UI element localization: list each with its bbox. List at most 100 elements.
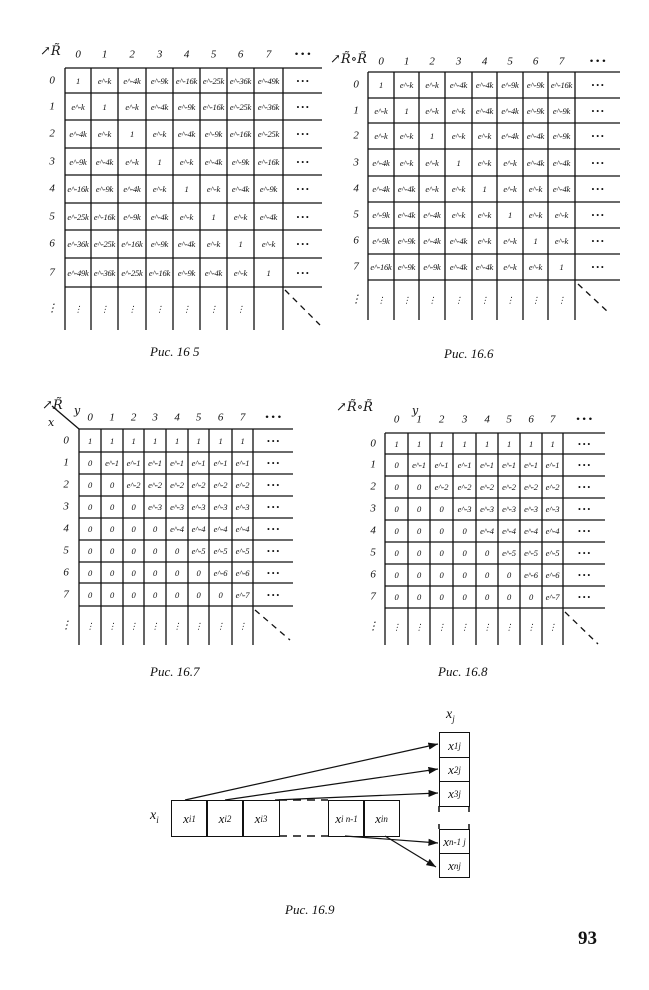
matrix-cell: e^-2 (434, 481, 449, 492)
matrix-cell: e^-9k (150, 75, 169, 86)
matrix-cell: 0 (394, 591, 399, 602)
column-label: 0 (87, 411, 93, 424)
matrix-cell: e^-4k (501, 130, 519, 141)
matrix-cell: e^-5 (545, 547, 560, 558)
matrix-cell: ⋮ (209, 303, 218, 314)
matrix-cell: • • • (577, 481, 591, 492)
cell-subscript: nj (453, 860, 461, 871)
matrix-cell: e^-3 (213, 501, 228, 512)
matrix-cell: e^-4 (191, 523, 206, 534)
matrix-cell: ⋮ (216, 620, 225, 631)
matrix-cell: 0 (439, 503, 444, 514)
matrix-cell: • • • (266, 589, 280, 600)
matrix-cell: 0 (416, 503, 422, 514)
cell-base: x (448, 786, 454, 801)
cell-subscript: i3 (260, 813, 268, 824)
matrix-cell: e^-k (125, 156, 139, 167)
matrix-cell: e^-k (233, 211, 248, 222)
matrix-cell: 0 (87, 589, 93, 600)
matrix-cell: e^-5 (235, 545, 250, 556)
matrix-corner: ↗R̃∘R̃ (336, 400, 373, 415)
matrix-cell: e^-3 (457, 503, 472, 514)
matrix-corner: ↗R̃ (40, 44, 61, 59)
matrix-cell: e^-1 (502, 459, 516, 470)
matrix-cell: e^-9k (397, 261, 416, 272)
column-label: • • • (264, 411, 282, 424)
matrix-cell: e^-k (97, 75, 112, 86)
matrix-cell: e^-4k (501, 105, 519, 116)
arrow (384, 835, 437, 868)
matrix-corner-label: R̃ (50, 44, 61, 59)
column-label: 7 (265, 48, 272, 61)
matrix-cell: e^-k (477, 235, 492, 246)
axis-y-label: y (74, 404, 81, 417)
cell-base: x (448, 857, 454, 873)
column-label: 6 (528, 413, 534, 426)
matrix-cell: 0 (152, 523, 158, 534)
matrix-cell: e^-1 (170, 457, 184, 468)
matrix-cell: e^-4k (123, 75, 141, 86)
diagonal-continuation (284, 289, 321, 326)
matrix-cell: e^-k (152, 128, 167, 139)
figure-caption: Рис. 16.7 (150, 664, 200, 679)
matrix-cell: • • • (266, 545, 280, 556)
matrix-corner-label: R̃ (52, 398, 63, 413)
matrix-cell: e^-2 (148, 479, 162, 490)
row-label: 7 (370, 590, 376, 603)
row-label: 7 (49, 266, 55, 278)
row-label: 7 (353, 260, 359, 273)
matrix-cell: ⋮ (73, 303, 83, 314)
matrix-cell: e^-k (425, 105, 439, 116)
matrix-cell: ⋮ (100, 303, 109, 314)
matrix-cell: 0 (439, 569, 444, 580)
matrix-cell: e^-9k (123, 211, 141, 222)
label-base: x (150, 808, 157, 823)
cell-subscript: 3j (453, 789, 461, 799)
matrix-cell: 0 (131, 545, 136, 556)
matrix-cell: e^-4k (177, 128, 196, 139)
diagonal-continuation (564, 611, 599, 645)
row-label: 0 (353, 78, 359, 91)
figure-caption: Рис. 16.6 (444, 346, 494, 361)
cell-base: x (443, 834, 450, 849)
matrix-cell: e^-6 (545, 569, 560, 580)
matrix-cell: 0 (131, 589, 136, 600)
matrix-cell: e^-36k (67, 238, 89, 249)
matrix-cell: e^-16k (202, 101, 225, 112)
matrix-cell: ⋮ (427, 294, 437, 305)
matrix-cell: ⋮ (531, 294, 540, 305)
matrix-cell: 0 (174, 545, 180, 556)
matrix-cell: 1 (109, 435, 115, 446)
column-label: 2 (129, 48, 135, 61)
matrix-cell: e^-36k (229, 75, 252, 86)
matrix-cell: 1 (439, 438, 444, 449)
matrix-cell: • • • (591, 130, 604, 141)
arrow-icon: ↗ (42, 398, 53, 413)
matrix-cell: e^-16k (257, 156, 280, 167)
matrix-cell: e^-9k (552, 130, 571, 141)
matrix-cell: 1 (550, 438, 555, 449)
matrix-cell: 1 (87, 435, 93, 446)
row-label: 6 (353, 234, 359, 247)
column-label: 1 (416, 413, 422, 426)
corner-divider (51, 405, 80, 430)
matrix-cell: e^-7 (545, 591, 560, 602)
matrix-cell: 0 (109, 523, 115, 534)
matrix-cell: e^-3 (524, 503, 538, 514)
matrix-cell: e^-9k (397, 235, 416, 246)
matrix-cell: 0 (131, 567, 136, 578)
matrix-cell: • • • (591, 235, 604, 246)
matrix-cell: e^-k (451, 183, 466, 194)
matrix-cell: e^-4k (204, 156, 223, 167)
column-label: 0 (75, 48, 81, 61)
column-label: 0 (378, 55, 384, 68)
matrix-cell: e^-4k (123, 183, 141, 194)
row-vector-label: xi (150, 808, 159, 825)
matrix-cell: ⋮ (129, 620, 138, 631)
matrix-cell: • • • (266, 567, 280, 578)
matrix-cell: • • • (296, 101, 309, 112)
matrix-cell: e^-1 (434, 459, 449, 470)
matrix-cell: 0 (152, 567, 158, 578)
